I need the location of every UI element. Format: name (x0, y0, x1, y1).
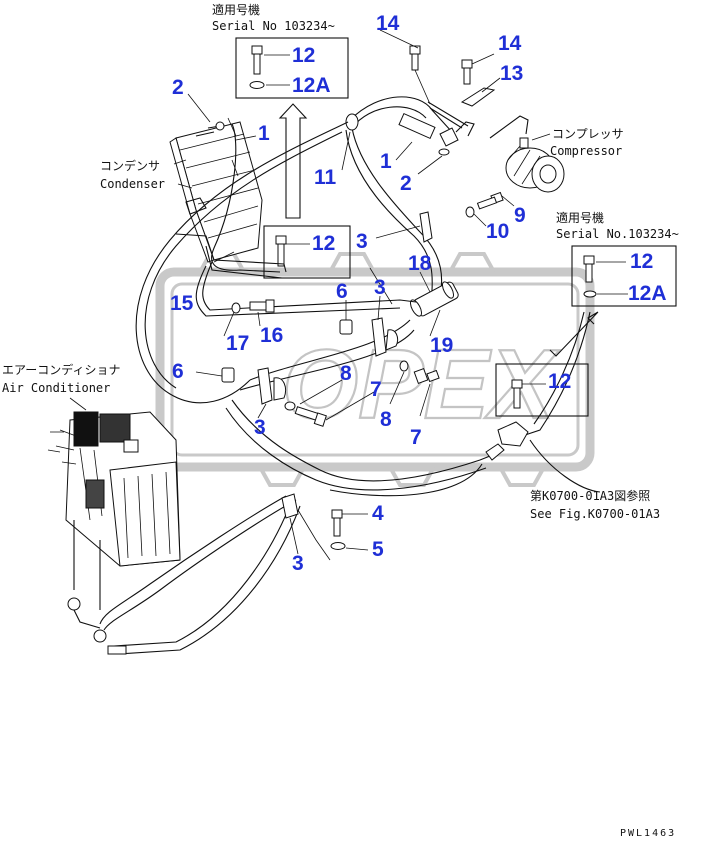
clamp-3-upper (419, 211, 433, 243)
callout-19: 19 (430, 334, 453, 357)
page-code: PWL1463 (620, 828, 676, 839)
compressor-unit (505, 137, 565, 193)
reference-arrow (278, 103, 308, 219)
serial-right-box (571, 245, 677, 307)
callout-9: 9 (514, 204, 526, 227)
bolt-9 (476, 191, 515, 210)
box-12-right (495, 363, 589, 417)
serial-note-top: 適用号機 Serial No 103234~ (212, 2, 349, 99)
callout-3-left: 3 (254, 416, 266, 439)
condenser-jp: コンデンサ (100, 158, 160, 173)
air-conditioner-en: Air Conditioner (2, 381, 110, 395)
callout-12-right-mid: 12 (548, 370, 571, 393)
clamp-3-mid (371, 317, 387, 357)
callout-1-condenser: 1 (258, 122, 270, 145)
callout-4: 4 (372, 502, 384, 525)
bolt-7-right (413, 368, 440, 384)
compressor-en: Compressor (550, 144, 622, 158)
washer-8-left (284, 401, 296, 411)
bolt-12-right (583, 255, 595, 283)
bolt-4 (331, 509, 368, 537)
fig-ref-en: See Fig.K0700-01A3 (530, 507, 660, 521)
callout-3-mid: 3 (374, 276, 386, 299)
compressor-jp: コンプレッサ (552, 127, 624, 141)
clamp-3-lower (281, 493, 299, 519)
condenser-en: Condenser (100, 177, 165, 191)
serial-right-en: Serial No.103234~ (556, 227, 679, 241)
callout-16: 16 (260, 324, 283, 347)
serial-top-box (235, 37, 349, 99)
callout-2-upper: 2 (400, 172, 412, 195)
callout-10: 10 (486, 220, 509, 243)
callout-12-top: 12 (292, 44, 315, 67)
callout-17: 17 (226, 332, 249, 355)
callout-3-lower: 3 (292, 552, 304, 575)
clamps-middle (221, 299, 440, 561)
callout-6-left: 6 (172, 360, 184, 383)
bolt-7-left (294, 406, 327, 427)
spacer-6-left (221, 367, 235, 383)
callout-12a-top: 12A (292, 74, 331, 97)
oring-2-condenser (215, 121, 225, 131)
arrow-right-note (549, 311, 599, 357)
bolt-12-top (251, 45, 263, 75)
air-conditioner-jp: エアーコンディショナ (2, 362, 120, 377)
washer-12a-right (583, 290, 597, 298)
callout-14-left: 14 (376, 12, 400, 35)
callout-8-left: 8 (340, 362, 352, 385)
fig-ref-jp: 第K0700-01A3図参照 (530, 488, 650, 503)
callout-12-right-box: 12 (630, 250, 653, 273)
callout-15: 15 (170, 292, 194, 315)
washer-17 (231, 302, 241, 314)
callout-2-condenser: 2 (172, 76, 184, 99)
receiver-drier-18 (409, 281, 459, 317)
washer-5 (330, 542, 346, 550)
callout-5: 5 (372, 538, 384, 561)
callout-12a-right-box: 12A (628, 282, 667, 305)
washer-8-right (399, 360, 409, 372)
condenser-unit (169, 117, 263, 263)
leader-lines (187, 93, 443, 555)
callout-1-upper: 1 (380, 150, 392, 173)
washer-10 (465, 206, 475, 218)
callout-7-right: 7 (410, 426, 422, 449)
callout-8-right: 8 (380, 408, 392, 431)
serial-top-jp: 適用号機 (212, 2, 260, 17)
callout-3-upper: 3 (356, 230, 368, 253)
spacer-6-mid (339, 319, 353, 335)
clamp-3-left (257, 367, 273, 405)
callout-12-left-box: 12 (312, 232, 335, 255)
callout-13: 13 (500, 62, 523, 85)
watermark: OPEX (155, 252, 595, 487)
serial-top-en: Serial No 103234~ (212, 19, 335, 33)
bolt-16 (249, 299, 275, 313)
bracket-13 (460, 53, 501, 107)
washer-12a-top (249, 81, 265, 89)
callout-7-left: 7 (370, 378, 382, 401)
serial-note-right: 適用号機 Serial No.103234~ (549, 210, 679, 357)
hose-1-fitting (398, 112, 436, 140)
serial-right-jp: 適用号機 (556, 210, 604, 225)
callouts: 14 14 13 12 12A 2 1 11 1 2 9 10 3 12 12 … (170, 12, 667, 575)
callout-6-mid: 6 (336, 280, 348, 303)
air-conditioner-unit (47, 411, 181, 567)
callout-14-right: 14 (498, 32, 522, 55)
bolt-14-left (379, 29, 431, 105)
oring-2-upper (438, 148, 450, 156)
box-12-left (263, 225, 351, 279)
callout-18: 18 (408, 252, 432, 275)
callout-11: 11 (314, 166, 337, 189)
fitting-right (485, 421, 529, 461)
